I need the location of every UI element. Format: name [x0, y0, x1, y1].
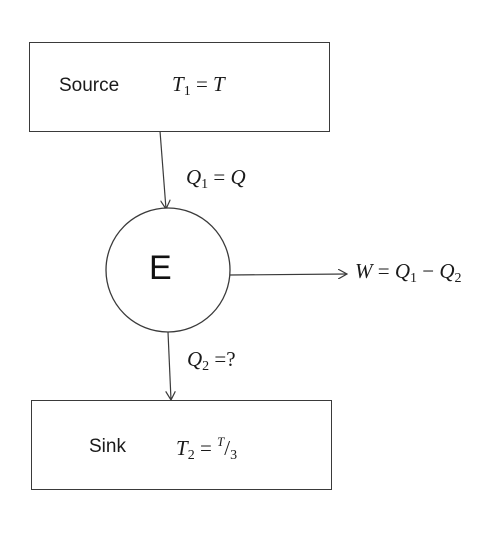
source-label: Source: [59, 75, 120, 96]
sink-label: Sink: [89, 436, 126, 457]
sink-temperature: T2 = T/3: [176, 434, 238, 463]
heat-in-label: Q1 = Q: [186, 165, 246, 192]
heat-out-arrow: [168, 331, 171, 400]
source-temperature: T1 = T: [172, 72, 225, 99]
sink-box: [31, 400, 332, 490]
work-arrow: [229, 274, 347, 275]
heat-out-label: Q2 =?: [187, 347, 236, 374]
heat-in-arrow: [159, 130, 166, 209]
engine-label: E: [149, 249, 172, 287]
source-box: [29, 42, 330, 132]
work-label: W = Q1 − Q2: [355, 259, 462, 286]
